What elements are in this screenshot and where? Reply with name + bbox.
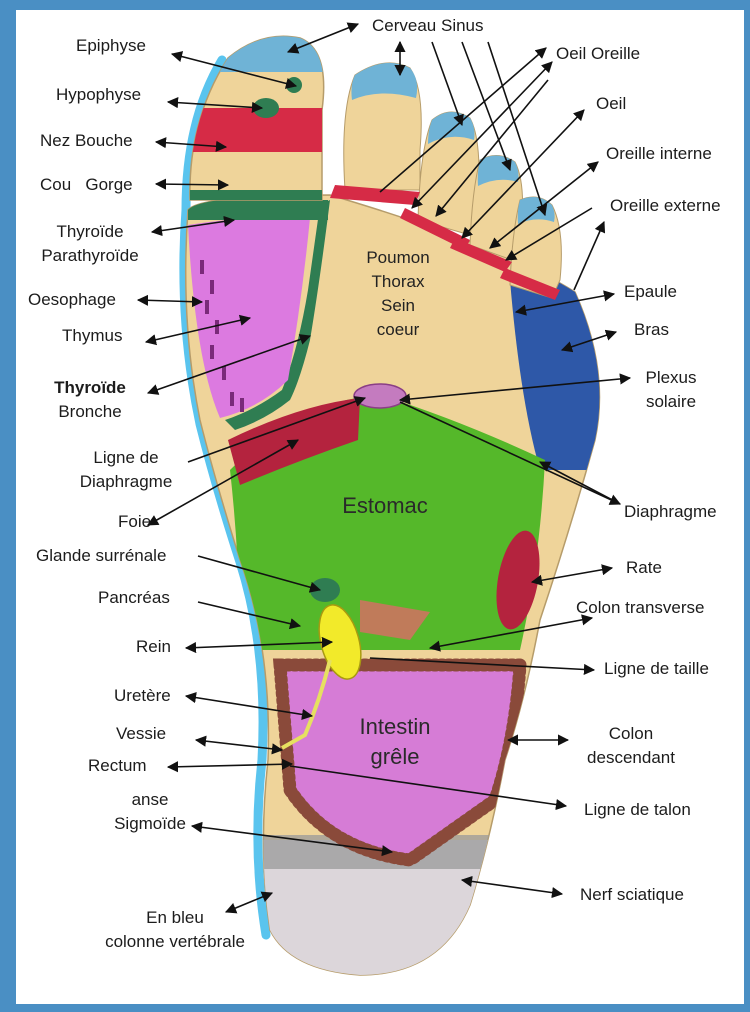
- label-ligne-de-taille: Ligne de taille: [604, 659, 709, 678]
- label-thyroide-bronche: Thyroïde Bronche: [40, 376, 140, 424]
- solar-plexus: [353, 383, 407, 409]
- label-thyroide-parathyroide: Thyroïde Parathyroïde: [30, 220, 150, 268]
- label-colon-descendant: Colon descendant: [572, 722, 690, 770]
- label-anse: anse: [131, 790, 169, 809]
- label-rein: Rein: [136, 637, 171, 656]
- lungs-line-2: Thorax: [371, 272, 425, 291]
- label-oreille-interne: Oreille interne: [606, 144, 712, 163]
- ureter: [281, 659, 332, 750]
- stomach-zone-text: Estomac: [342, 493, 428, 518]
- label-diaphragme-left: Diaphragme: [79, 472, 173, 491]
- label-epaule: Epaule: [624, 282, 677, 301]
- pointer-arrows: [136, 22, 632, 914]
- label-colon-transverse: Colon transverse: [576, 598, 705, 617]
- label-descendant: descendant: [587, 748, 675, 767]
- label-uretere: Uretère: [114, 686, 171, 705]
- label-colonne-vertebrale: colonne vertébrale: [105, 932, 245, 951]
- colon-border: [272, 658, 527, 867]
- lungs-line-3: Sein: [380, 296, 416, 315]
- label-plexus: Plexus: [645, 368, 697, 387]
- intestine-zone-text: Intestin grêle: [330, 712, 460, 772]
- lungs-line-1: Poumon: [366, 248, 430, 267]
- transverse-colon: [360, 600, 430, 640]
- lungs-zone-text: Poumon Thorax Sein coeur: [348, 246, 448, 342]
- label-cou-gorge: Cou Gorge: [40, 175, 133, 194]
- neck-band: [189, 190, 324, 200]
- label-diaphragme-right: Diaphragme: [624, 502, 717, 521]
- label-anse-sigmoide: anse Sigmoïde: [100, 788, 200, 836]
- label-solaire: solaire: [645, 392, 697, 411]
- label-glande-surrenale: Glande surrénale: [36, 546, 167, 565]
- label-en-bleu: En bleu: [146, 908, 204, 927]
- spleen-zone: [496, 530, 540, 630]
- label-ligne-de: Ligne de: [93, 448, 159, 467]
- label-hypophyse: Hypophyse: [56, 85, 142, 104]
- label-oeil-oreille: Oeil Oreille: [556, 44, 641, 63]
- adrenal-gland: [310, 578, 340, 602]
- label-oreille-externe: Oreille externe: [610, 196, 721, 215]
- label-epiphyse: Epiphyse: [76, 36, 146, 55]
- thyroid-green-top: [188, 200, 328, 220]
- label-pancreas: Pancréas: [98, 588, 170, 607]
- label-rectum: Rectum: [88, 756, 147, 775]
- label-thyroide: Thyroïde: [56, 222, 124, 241]
- label-ligne-diaphragme: Ligne de Diaphragme: [56, 446, 196, 494]
- intestine-line-1: Intestin: [359, 714, 431, 739]
- label-parathyroide: Parathyroïde: [41, 246, 139, 265]
- label-vessie: Vessie: [116, 724, 167, 743]
- label-nerf-sciatique: Nerf sciatique: [580, 885, 684, 904]
- lungs-line-4: coeur: [376, 320, 420, 339]
- label-rate: Rate: [626, 558, 662, 577]
- label-thyroide-bold: Thyroïde: [54, 378, 126, 397]
- label-oeil: Oeil: [596, 94, 627, 113]
- label-colonne: En bleu colonne vertébrale: [80, 906, 270, 954]
- label-colon: Colon: [608, 724, 654, 743]
- label-bronche: Bronche: [58, 402, 122, 421]
- label-bras: Bras: [634, 320, 669, 339]
- label-ligne-de-talon: Ligne de talon: [584, 800, 691, 819]
- intestine-zone: [280, 665, 520, 860]
- label-oesophage: Oesophage: [28, 290, 116, 309]
- label-cerveau-sinus: Cerveau Sinus: [372, 16, 484, 35]
- label-foie: Foie: [118, 512, 152, 531]
- intestine-line-2: grêle: [370, 744, 420, 769]
- label-plexus-solaire: Plexus solaire: [626, 366, 716, 414]
- label-sigmoide: Sigmoïde: [114, 814, 186, 833]
- label-nez-bouche: Nez Bouche: [40, 131, 133, 150]
- label-thymus: Thymus: [62, 326, 123, 345]
- lung-border: [225, 200, 330, 430]
